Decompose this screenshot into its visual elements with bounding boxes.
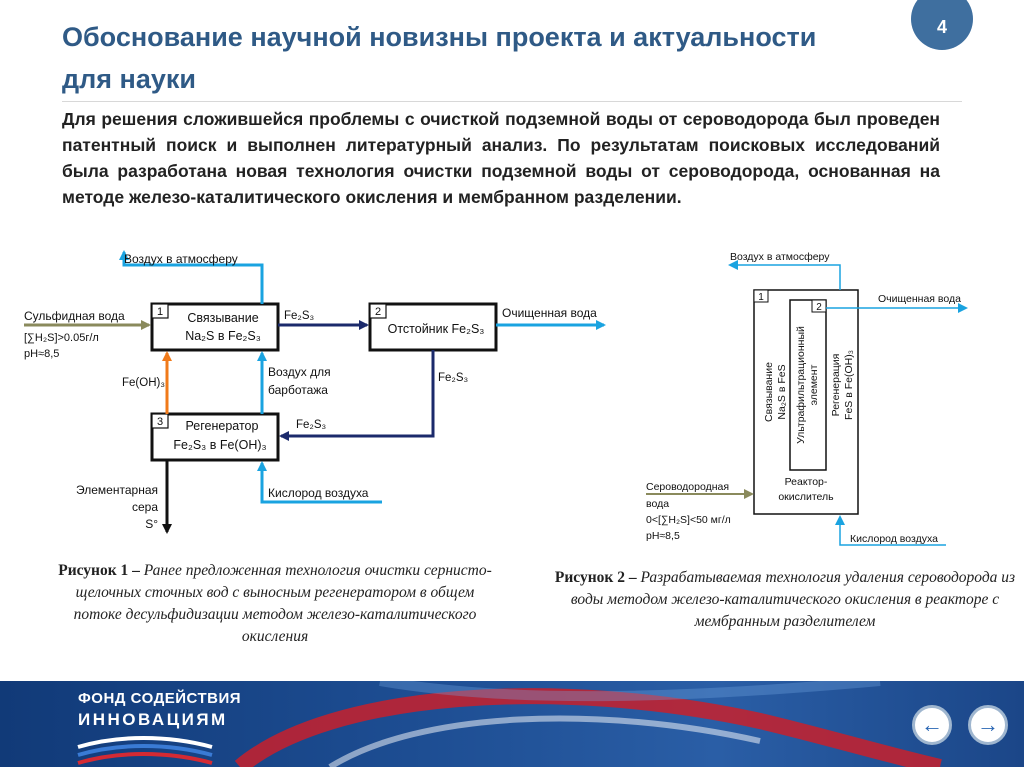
clean-water-label: Очищенная вода — [502, 306, 597, 320]
fe2s3-return-flow — [279, 350, 435, 441]
figure2-diagram: 1 2 Связывание Na₂S в FeS Ультрафильтрац… — [646, 251, 968, 546]
sulfur-label-1: Элементарная — [76, 483, 158, 497]
box2-number: 2 — [375, 306, 381, 318]
binding-vertical-1: Связывание — [763, 362, 775, 422]
figure1-caption-title: Рисунок 1 – — [58, 562, 140, 579]
regeneration-vertical-2: FeS в Fe(OH)₃ — [843, 350, 855, 420]
membrane-box — [789, 299, 827, 471]
prev-slide-button[interactable]: ← — [912, 705, 952, 745]
fig2-air-out-label: Воздух в атмосферу — [730, 251, 830, 263]
figure2-caption-title: Рисунок 2 – — [554, 569, 637, 586]
next-slide-button[interactable]: → — [968, 705, 1008, 745]
fe2s3-return-label: Fe₂S₃ — [296, 419, 327, 431]
figure2-caption-text: Разрабатываемая технология удаления серо… — [570, 569, 1016, 630]
fe2s3-right-label: Fe₂S₃ — [438, 372, 469, 384]
fig2-input-label-2: вода — [646, 498, 669, 510]
org-name-line1: ФОНД СОДЕЙСТВИЯ — [78, 689, 241, 707]
footer-swoosh: ФОНД СОДЕЙСТВИЯ ИННОВАЦИЯМ — [77, 681, 942, 767]
reactor-number: 1 — [758, 292, 764, 303]
figure1-caption-text: Ранее предложенная технология очистки се… — [73, 562, 492, 645]
feoh3-label: Fe(OH)₃ — [122, 377, 165, 389]
fig2-oxygen-flow — [835, 515, 946, 546]
membrane-vertical-2: элемент — [808, 364, 820, 405]
input-concentration: [∑H₂S]>0.05г/л — [24, 332, 99, 344]
fig2-input-ph: pH≈8,5 — [646, 530, 680, 542]
box1-number: 1 — [157, 306, 163, 318]
fig2-oxygen-label: Кислород воздуха — [850, 533, 938, 545]
footer-banner: ФОНД СОДЕЙСТВИЯ ИННОВАЦИЯМ — [0, 681, 1024, 767]
box3-label-1: Регенератор — [186, 419, 259, 433]
reactor-label-2: окислитель — [778, 491, 834, 503]
slide-title: Обоснование научной новизны проекта и ак… — [62, 22, 817, 94]
oxygen-flow — [257, 461, 382, 504]
title-divider — [62, 101, 962, 102]
sulfur-label-3: S° — [145, 517, 158, 531]
arrow-right-icon: → — [977, 712, 999, 737]
box1-label-1: Связывание — [187, 311, 258, 325]
binding-vertical-2: Na₂S в FeS — [776, 364, 788, 419]
sulfur-label-2: сера — [132, 500, 158, 514]
box2-settler — [368, 302, 498, 352]
fig2-clean-water-label: Очищенная вода — [878, 293, 961, 305]
membrane-vertical-1: Ультрафильтрационный — [795, 326, 807, 444]
air-out-label: Воздух в атмосферу — [124, 252, 238, 266]
box3-regenerator — [150, 412, 280, 462]
fig2-air-out-flow — [728, 260, 841, 290]
fe2s3-top-label: Fe₂S₃ — [284, 310, 315, 322]
figure1-caption: Рисунок 1 – Ранее предложенная технологи… — [52, 560, 498, 648]
input-label: Сульфидная вода — [24, 309, 125, 323]
intro-paragraph: Для решения сложившейся проблемы с очист… — [62, 109, 940, 207]
box3-number: 3 — [157, 416, 163, 428]
sparge-air-label-1: Воздух для — [268, 365, 331, 379]
fig2-input-label-1: Сероводородная — [646, 481, 729, 493]
figure2-caption: Рисунок 2 – Разрабатываемая технология у… — [550, 567, 1020, 633]
fig2-input-concentration: 0<[∑H₂S]<50 мг/л — [646, 514, 731, 526]
membrane-number: 2 — [816, 302, 822, 313]
reactor-label-1: Реактор- — [785, 476, 828, 488]
oxygen-label: Кислород воздуха — [268, 486, 369, 500]
box3-label-2: Fe₂S₃ в Fe(OH)₃ — [173, 438, 266, 452]
arrow-left-icon: ← — [921, 712, 943, 737]
regeneration-vertical-1: Регенерация — [830, 354, 842, 417]
box1-binding — [150, 302, 280, 352]
air-out-flow — [119, 250, 264, 304]
box1-label-2: Na₂S в Fe₂S₃ — [185, 329, 261, 343]
figure1-diagram: 1 Связывание Na₂S в Fe₂S₃ 2 Отстойник Fe… — [24, 250, 606, 534]
box2-label: Отстойник Fe₂S₃ — [388, 322, 485, 336]
sparge-air-label-2: барботажа — [268, 383, 328, 397]
org-name-line2: ИННОВАЦИЯМ — [78, 710, 228, 729]
input-ph: pH≈8,5 — [24, 348, 59, 360]
page-number-badge: 4 — [911, 0, 973, 50]
